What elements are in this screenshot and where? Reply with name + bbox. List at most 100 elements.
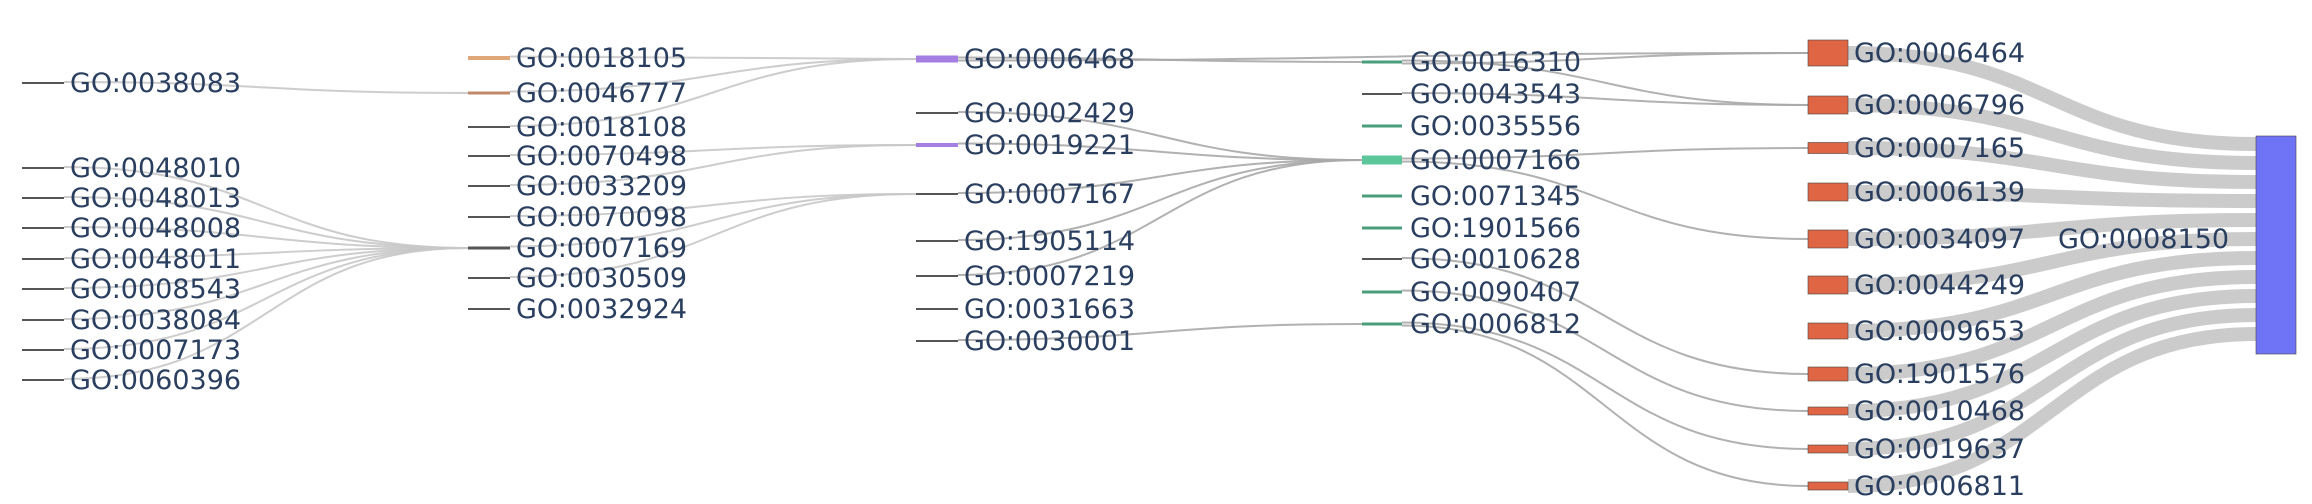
link-go-0090407-to-go-0010468 bbox=[1401, 289, 1809, 412]
link-go-0008543-to-go-0007169 bbox=[63, 247, 469, 289]
node-label-go-0044249: GO:0044249 bbox=[1854, 270, 2025, 301]
node-go-1905114[interactable] bbox=[916, 240, 958, 242]
link-go-0018105-to-go-0006468 bbox=[509, 55, 917, 60]
node-label-go-0006811: GO:0006811 bbox=[1854, 471, 2025, 502]
node-go-0046777[interactable] bbox=[468, 91, 510, 95]
node-go-0048011[interactable] bbox=[22, 258, 64, 260]
node-go-0044249[interactable] bbox=[1807, 275, 1849, 295]
node-go-0030509[interactable] bbox=[468, 277, 510, 279]
node-label-go-0060396: GO:0060396 bbox=[70, 365, 241, 396]
node-label-go-0090407: GO:0090407 bbox=[1410, 277, 1581, 308]
link-go-0030509-to-go-0007167 bbox=[509, 193, 917, 278]
node-go-0007167[interactable] bbox=[916, 193, 958, 195]
node-label-go-0007169: GO:0007169 bbox=[516, 233, 687, 264]
labels-layer: GO:0038083GO:0048010GO:0048013GO:0048008… bbox=[70, 38, 2229, 502]
link-go-0048011-to-go-0007169 bbox=[63, 247, 469, 259]
node-go-0002429[interactable] bbox=[916, 112, 958, 114]
node-label-go-0043543: GO:0043543 bbox=[1410, 79, 1581, 110]
node-go-0019637[interactable] bbox=[1807, 444, 1849, 454]
node-go-0033209[interactable] bbox=[468, 185, 510, 187]
node-label-go-0030001: GO:0030001 bbox=[964, 326, 1135, 357]
node-go-0007166[interactable] bbox=[1362, 155, 1402, 165]
link-go-0006811-to-go-0008150 bbox=[1847, 327, 2257, 493]
link-go-0043543-to-go-0006796 bbox=[1401, 92, 1809, 106]
node-go-0035556[interactable] bbox=[1362, 124, 1402, 128]
link-go-0048010-to-go-0007169 bbox=[63, 166, 469, 249]
link-go-0060396-to-go-0007169 bbox=[63, 247, 469, 380]
node-go-0060396[interactable] bbox=[22, 379, 64, 381]
node-label-go-0018105: GO:0018105 bbox=[516, 43, 687, 74]
node-label-go-0048011: GO:0048011 bbox=[70, 244, 241, 275]
node-label-go-0007166: GO:0007166 bbox=[1410, 145, 1581, 176]
link-go-0034097-to-go-0008150 bbox=[1847, 213, 2257, 246]
link-go-0007167-to-go-0007166 bbox=[957, 159, 1363, 194]
node-go-1901576[interactable] bbox=[1807, 366, 1849, 382]
node-label-go-0048008: GO:0048008 bbox=[70, 213, 241, 244]
node-go-0048008[interactable] bbox=[22, 227, 64, 229]
node-go-0016310[interactable] bbox=[1362, 60, 1402, 64]
link-go-1905114-to-go-0007166 bbox=[957, 159, 1363, 241]
node-go-0019221[interactable] bbox=[916, 143, 958, 147]
node-go-0032924[interactable] bbox=[468, 308, 510, 310]
node-label-go-0048010: GO:0048010 bbox=[70, 153, 241, 184]
node-label-go-0006468: GO:0006468 bbox=[964, 44, 1135, 75]
node-go-0007169[interactable] bbox=[468, 246, 510, 250]
link-go-0019637-to-go-0008150 bbox=[1847, 308, 2257, 456]
node-label-go-0071345: GO:0071345 bbox=[1410, 181, 1581, 212]
node-go-0010468[interactable] bbox=[1807, 406, 1849, 416]
node-label-go-0035556: GO:0035556 bbox=[1410, 111, 1581, 142]
node-go-0034097[interactable] bbox=[1807, 229, 1849, 249]
node-go-0030001[interactable] bbox=[916, 340, 958, 342]
link-go-0048013-to-go-0007169 bbox=[63, 196, 469, 249]
node-label-go-0006812: GO:0006812 bbox=[1410, 309, 1581, 340]
node-go-0007165[interactable] bbox=[1807, 142, 1849, 154]
node-go-0043543[interactable] bbox=[1362, 93, 1402, 95]
node-go-0048013[interactable] bbox=[22, 197, 64, 199]
node-go-0006139[interactable] bbox=[1807, 182, 1849, 202]
node-label-go-0019221: GO:0019221 bbox=[964, 130, 1135, 161]
link-go-0007169-to-go-0007167 bbox=[509, 193, 917, 248]
node-go-1901566[interactable] bbox=[1362, 226, 1402, 230]
node-go-0006811[interactable] bbox=[1807, 481, 1849, 491]
node-label-go-0006796: GO:0006796 bbox=[1854, 90, 2025, 121]
node-go-0038083[interactable] bbox=[22, 82, 64, 84]
node-go-0038084[interactable] bbox=[22, 319, 64, 321]
node-go-0006796[interactable] bbox=[1807, 95, 1849, 115]
link-go-0018108-to-go-0006468 bbox=[509, 58, 917, 127]
node-go-0008543[interactable] bbox=[22, 288, 64, 290]
node-go-0006468[interactable] bbox=[916, 55, 958, 63]
node-go-0008150[interactable] bbox=[2255, 135, 2297, 355]
links-layer bbox=[63, 46, 2257, 493]
node-go-0009653[interactable] bbox=[1807, 322, 1849, 340]
node-go-0006464[interactable] bbox=[1807, 39, 1849, 67]
node-go-0007173[interactable] bbox=[22, 349, 64, 351]
node-go-0010628[interactable] bbox=[1362, 258, 1402, 260]
node-label-go-0033209: GO:0033209 bbox=[516, 171, 687, 202]
node-go-0006812[interactable] bbox=[1362, 322, 1402, 326]
node-go-0031663[interactable] bbox=[916, 308, 958, 310]
link-go-0019221-to-go-0007166 bbox=[957, 142, 1363, 161]
node-go-0090407[interactable] bbox=[1362, 290, 1402, 294]
link-go-0007166-to-go-0007165 bbox=[1401, 147, 1809, 160]
node-label-go-0038083: GO:0038083 bbox=[70, 68, 241, 99]
node-label-go-0008543: GO:0008543 bbox=[70, 274, 241, 305]
node-label-go-1901566: GO:1901566 bbox=[1410, 213, 1581, 244]
node-go-0018108[interactable] bbox=[468, 126, 510, 128]
node-label-go-0009653: GO:0009653 bbox=[1854, 316, 2025, 347]
node-go-0007219[interactable] bbox=[916, 275, 958, 277]
link-go-0044249-to-go-0008150 bbox=[1847, 232, 2257, 292]
node-label-go-0008150: GO:0008150 bbox=[2058, 224, 2229, 255]
link-go-0002429-to-go-0007166 bbox=[957, 111, 1363, 161]
link-go-0007219-to-go-0007166 bbox=[957, 159, 1363, 276]
node-go-0018105[interactable] bbox=[468, 56, 510, 60]
node-label-go-0007173: GO:0007173 bbox=[70, 335, 241, 366]
node-go-0071345[interactable] bbox=[1362, 194, 1402, 198]
node-go-0070498[interactable] bbox=[468, 155, 510, 157]
node-label-go-0038084: GO:0038084 bbox=[70, 305, 241, 336]
node-go-0048010[interactable] bbox=[22, 167, 64, 169]
link-go-0007166-to-go-0034097 bbox=[1401, 160, 1809, 240]
node-label-go-0048013: GO:0048013 bbox=[70, 183, 241, 214]
link-go-0033209-to-go-0019221 bbox=[509, 144, 917, 186]
node-go-0070098[interactable] bbox=[468, 216, 510, 218]
